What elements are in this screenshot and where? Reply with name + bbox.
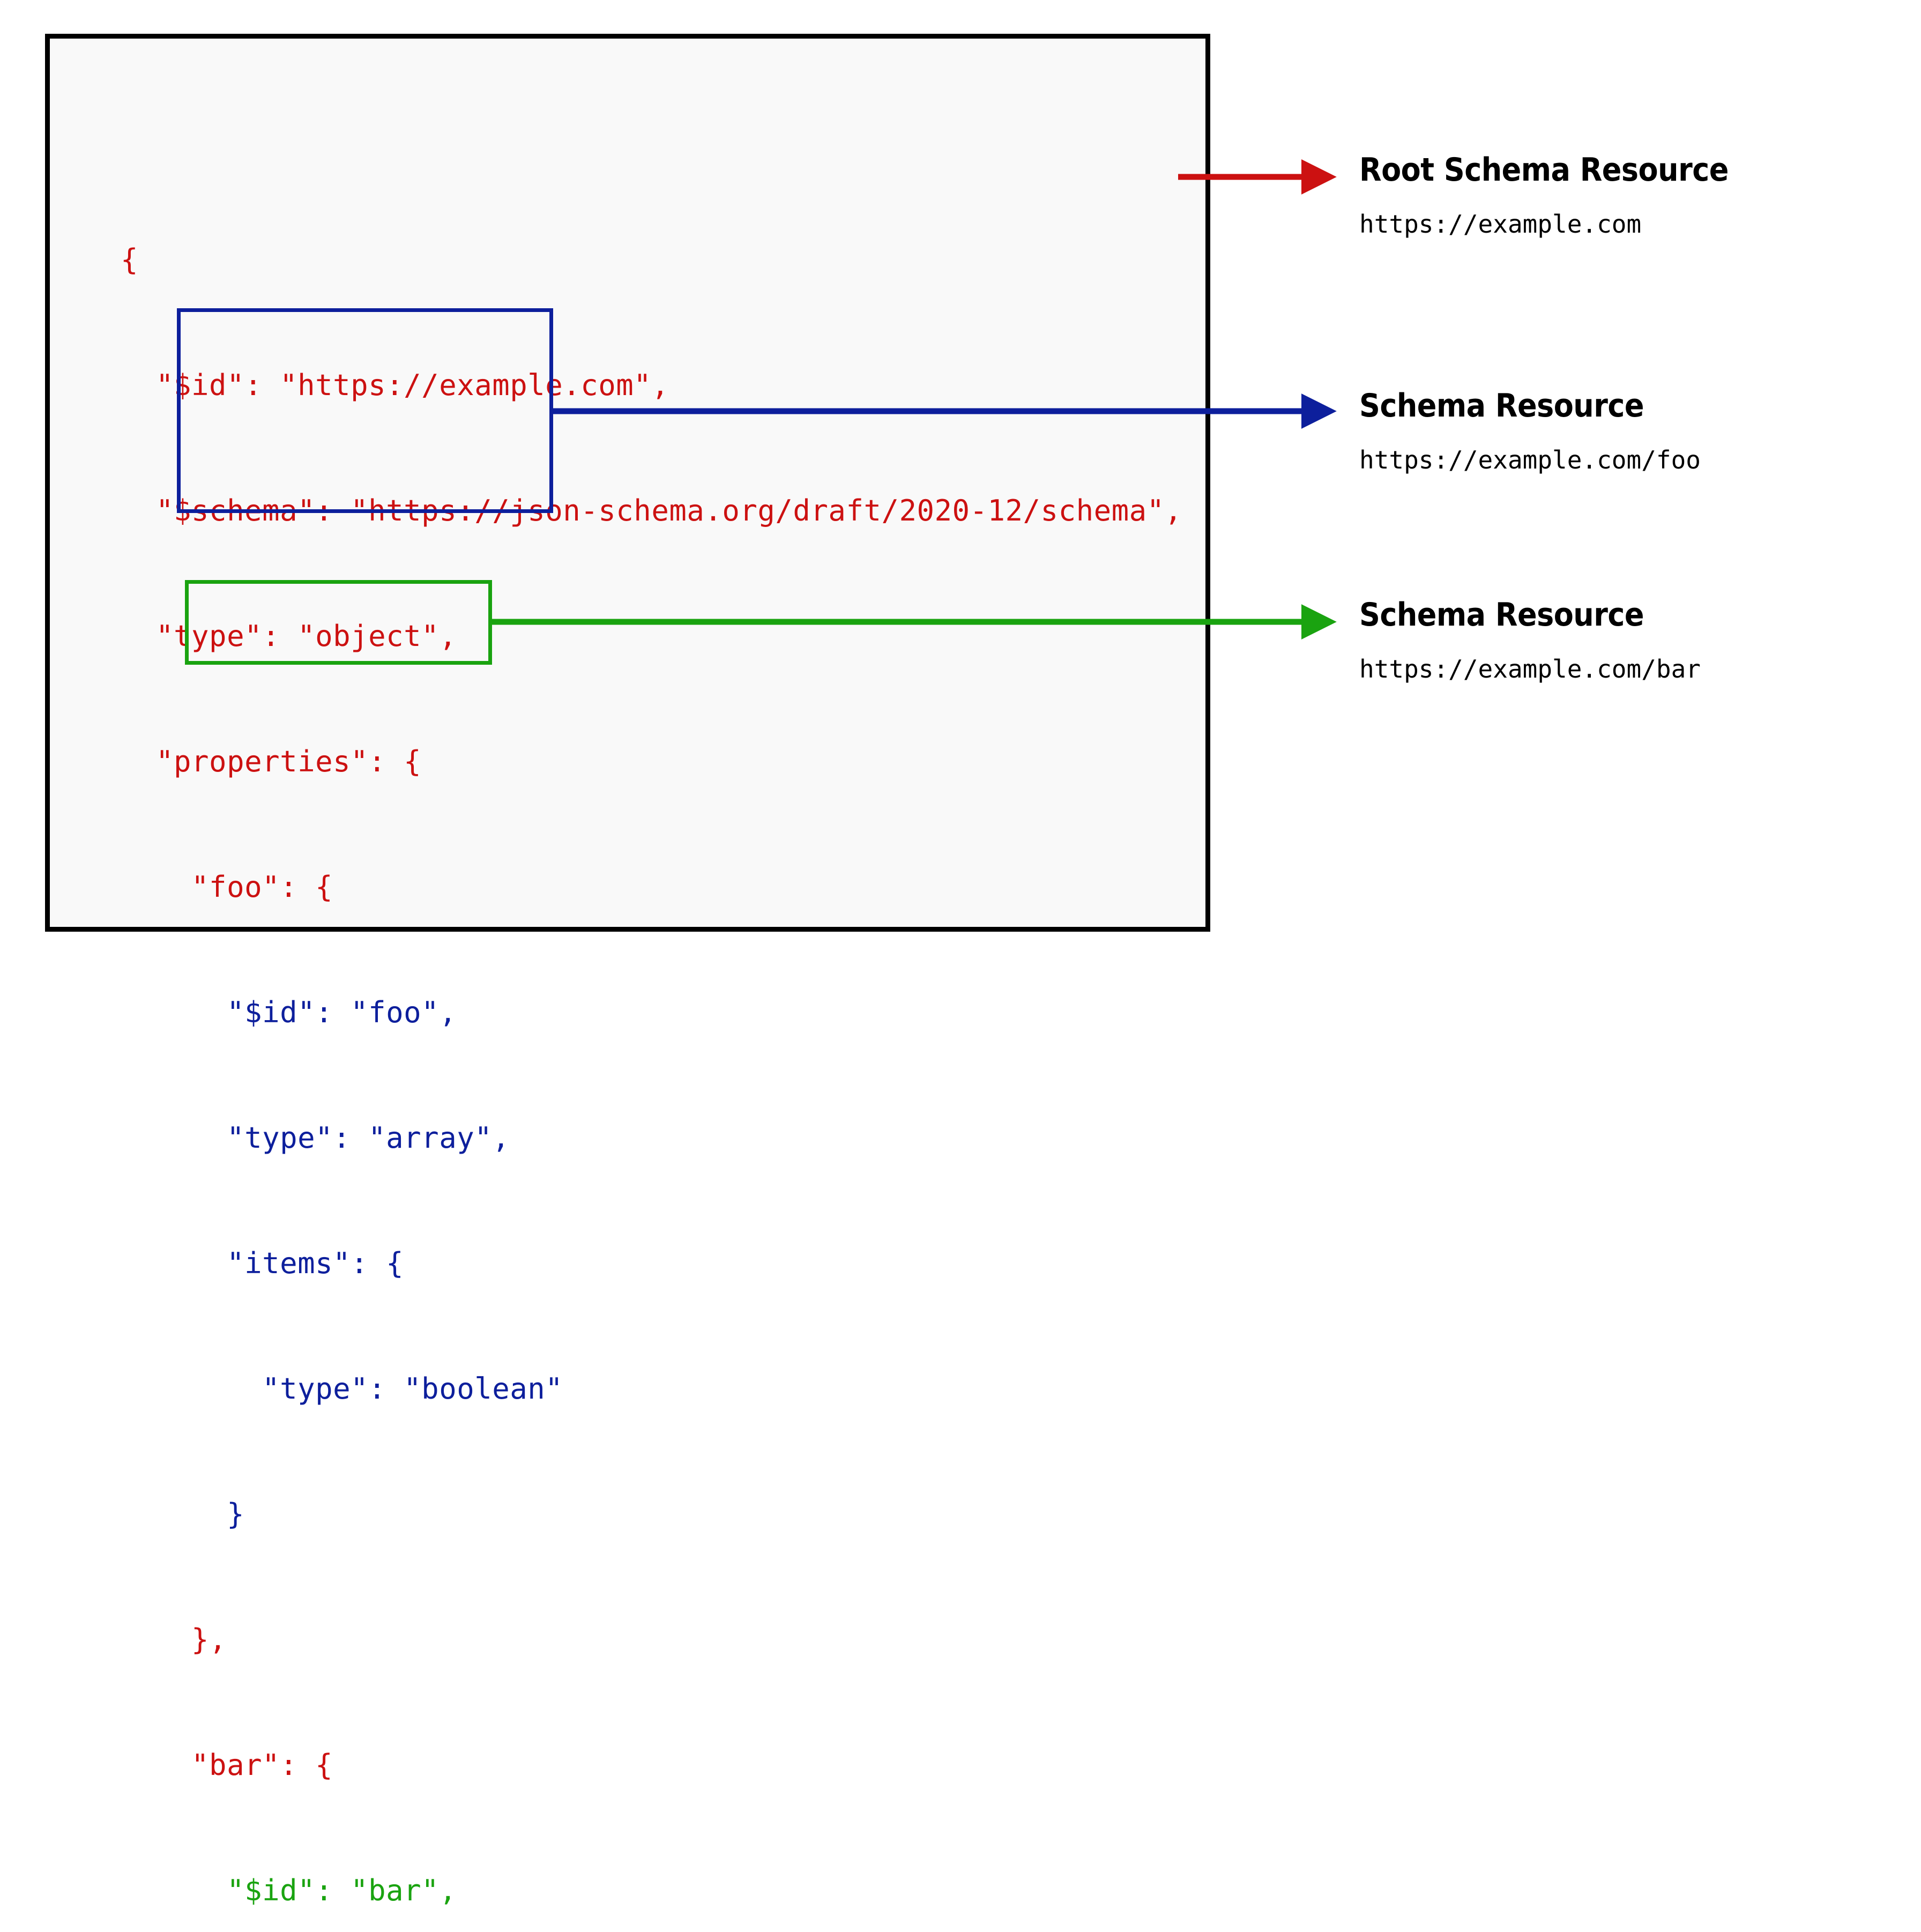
code-line-6: "$id": "foo", [121, 995, 457, 1029]
code-line-10: } [121, 1497, 245, 1531]
annotation-title-bar-schema: Schema Resource [1359, 596, 1644, 634]
code-line-7: "type": "array", [121, 1121, 510, 1155]
code-line-13: "$id": "bar", [121, 1874, 457, 1907]
diagram-canvas: { "$id": "https://example.com", "$schema… [45, 34, 1729, 1907]
annotation-url-root-schema: https://example.com [1359, 210, 1642, 239]
highlight-box-foo-schema [177, 308, 553, 513]
code-line-0: { [121, 243, 139, 277]
code-line-1: "$id": "https://example.com", [121, 368, 669, 402]
highlight-box-bar-schema [185, 580, 492, 665]
annotation-bar-schema: Schema Resource https://example.com/bar [1359, 596, 1701, 684]
annotation-url-bar-schema: https://example.com/bar [1359, 655, 1701, 683]
annotation-title-foo-schema: Schema Resource [1359, 387, 1644, 425]
code-line-12: "bar": { [121, 1748, 333, 1782]
code-line-4: "properties": { [121, 745, 422, 778]
code-line-9: "type": "boolean" [121, 1372, 563, 1406]
annotation-title-root-schema: Root Schema Resource [1359, 151, 1729, 189]
annotation-url-foo-schema: https://example.com/foo [1359, 445, 1701, 474]
annotation-foo-schema: Schema Resource https://example.com/foo [1359, 387, 1701, 475]
code-line-11: }, [121, 1623, 227, 1656]
code-line-3: "type": "object", [121, 619, 457, 653]
code-line-5: "foo": { [121, 870, 333, 904]
annotation-root-schema: Root Schema Resource https://example.com [1359, 151, 1729, 239]
code-line-8: "items": { [121, 1246, 404, 1280]
json-code-panel: { "$id": "https://example.com", "$schema… [45, 34, 1210, 1907]
